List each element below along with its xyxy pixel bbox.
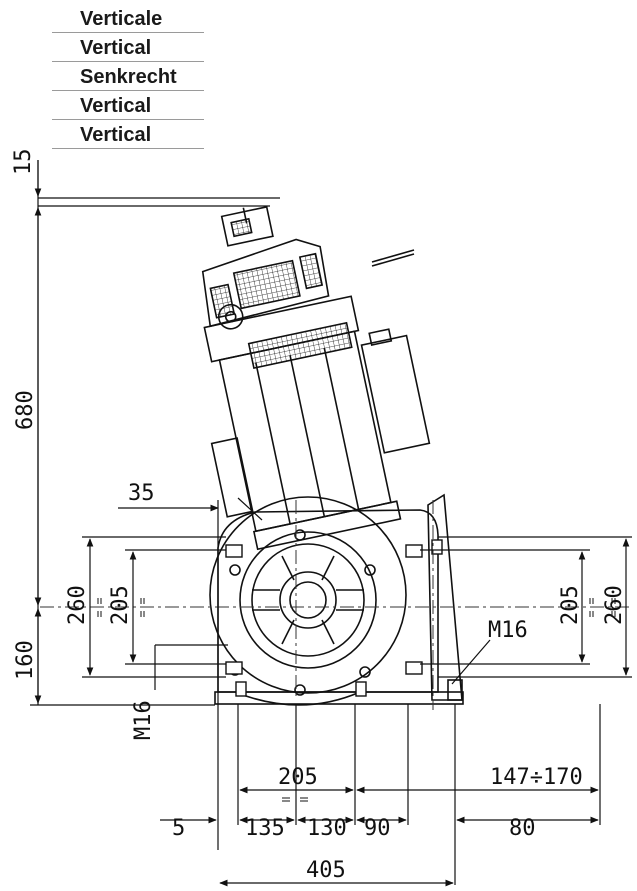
dim-15: 15 — [11, 149, 36, 176]
symmetry-marks — [97, 598, 616, 802]
dim-80: 80 — [509, 816, 536, 841]
dim-130: 130 — [307, 816, 347, 841]
dim-m16-right: M16 — [488, 618, 528, 643]
dim-405: 405 — [306, 858, 346, 883]
orientation-label-list: Verticale Vertical Senkrecht Vertical Ve… — [52, 4, 204, 149]
dim-35: 35 — [128, 481, 155, 506]
dim-260-left: 260 — [65, 585, 90, 625]
dimension-lines — [30, 160, 632, 887]
motor-top-cap — [201, 238, 330, 328]
gear-outer-circle — [209, 496, 407, 694]
dim-135: 135 — [245, 816, 285, 841]
dimension-texts: 15 680 160 260 205 M16 205 260 35 M16 20… — [11, 149, 627, 884]
dim-5: 5 — [172, 816, 185, 841]
orientation-label-en: Vertical — [52, 33, 204, 62]
dim-260-right: 260 — [602, 585, 627, 625]
orientation-label-it: Verticale — [52, 4, 204, 33]
dim-160: 160 — [13, 640, 38, 680]
dim-205-left: 205 — [108, 585, 133, 625]
dim-90: 90 — [364, 816, 391, 841]
dim-205-right: 205 — [558, 585, 583, 625]
gearbox-housing — [209, 493, 464, 706]
motor-body — [201, 205, 431, 551]
dim-147-170: 147÷170 — [490, 765, 583, 790]
output-shaft — [279, 571, 337, 629]
side-box — [360, 334, 431, 454]
orientation-label-de: Senkrecht — [52, 62, 204, 91]
orientation-label-es: Vertical — [52, 120, 204, 149]
dim-m16-left: M16 — [131, 700, 156, 740]
fixing-bolts — [225, 539, 443, 697]
center-lines — [40, 500, 630, 710]
base-foot — [214, 691, 464, 705]
dim-205-bottom: 205 — [278, 765, 318, 790]
dim-680: 680 — [13, 390, 38, 430]
orientation-label-fr: Vertical — [52, 91, 204, 120]
